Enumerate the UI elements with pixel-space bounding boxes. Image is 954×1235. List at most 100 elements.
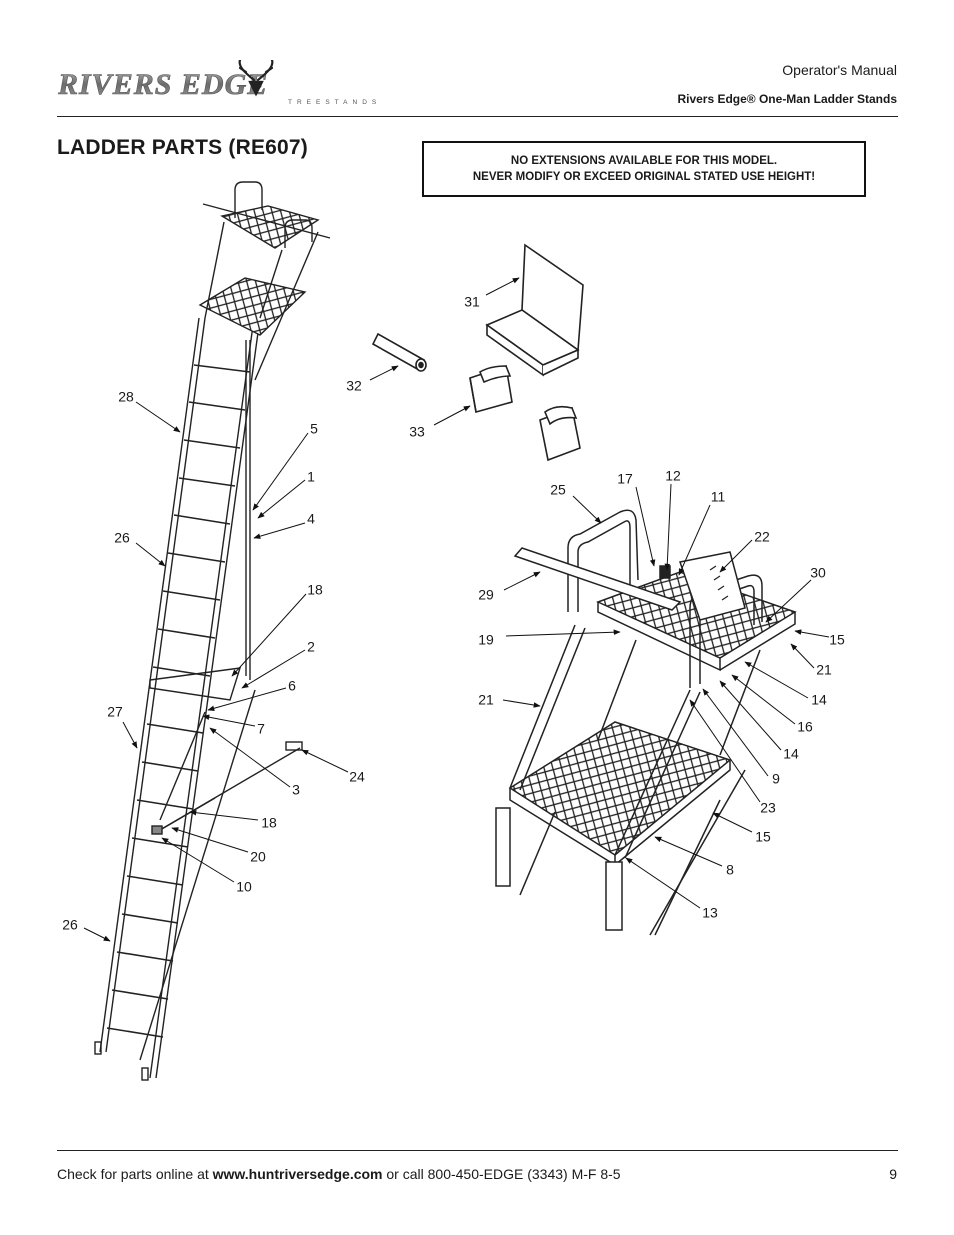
callout-leader-4	[253, 522, 306, 539]
callout-leader-14	[719, 680, 782, 751]
callout-label-21: 21	[816, 662, 832, 678]
callout-leader-7	[202, 714, 256, 727]
page-number: 9	[889, 1166, 897, 1182]
callout-leader-15	[712, 812, 753, 833]
ladder-assembly	[94, 181, 331, 1081]
section-title: LADDER PARTS (RE607)	[57, 136, 308, 159]
callout-label-33: 33	[409, 424, 425, 440]
callout-label-15: 15	[755, 829, 771, 845]
callout-leader-27	[122, 721, 138, 749]
rivers-edge-logo: RIVERS EDGE TREESTANDS	[58, 60, 381, 106]
footer-text-suffix: or call 800-450-EDGE (3343) M-F 8-5	[382, 1166, 621, 1182]
callout-leader-18	[231, 593, 307, 677]
callout-leader-26	[135, 542, 166, 567]
callout-label-18: 18	[307, 582, 323, 598]
callout-leader-6	[207, 687, 287, 711]
callout-leader-28	[135, 401, 181, 433]
callout-leader-12	[664, 483, 672, 571]
callout-leader-24	[301, 749, 349, 773]
callout-leader-19	[505, 629, 621, 637]
callout-leader-29	[503, 571, 541, 591]
footer-contact: Check for parts online at www.huntrivers…	[57, 1166, 621, 1182]
callout-label-21: 21	[478, 692, 494, 708]
callout-leader-30	[765, 579, 812, 623]
callout-label-7: 7	[257, 721, 265, 737]
callout-leader-2	[241, 649, 306, 689]
callout-leader-23	[689, 699, 761, 803]
callout-leader-3	[209, 727, 291, 788]
callout-label-14: 14	[811, 692, 827, 708]
callout-label-31: 31	[464, 294, 480, 310]
deer-antler-icon	[238, 60, 274, 97]
warning-box: NO EXTENSIONS AVAILABLE FOR THIS MODEL. …	[422, 141, 866, 197]
callout-leader-20	[171, 827, 249, 853]
callout-leader-1	[257, 479, 306, 519]
callout-label-9: 9	[772, 771, 780, 787]
callout-label-28: 28	[118, 389, 134, 405]
seat-platform-assembly	[495, 509, 797, 936]
svg-text:RIVERS EDGE: RIVERS EDGE	[58, 68, 268, 101]
callout-label-1: 1	[307, 469, 315, 485]
shooting-rail-pad	[371, 332, 427, 372]
callout-label-32: 32	[346, 378, 362, 394]
callout-leader-13	[625, 857, 701, 909]
arm-rest-pads	[469, 364, 581, 462]
callout-leader-11	[678, 504, 711, 576]
callout-label-13: 13	[702, 905, 718, 921]
callout-leader-21	[790, 643, 815, 669]
callout-leader-26	[83, 927, 111, 942]
callout-label-27: 27	[107, 704, 123, 720]
callout-label-10: 10	[236, 879, 252, 895]
callout-leader-8	[654, 836, 723, 867]
callout-label-24: 24	[349, 769, 365, 785]
callout-label-19: 19	[478, 632, 494, 648]
callout-label-3: 3	[292, 782, 300, 798]
callout-label-11: 11	[711, 489, 726, 505]
svg-text:TREESTANDS: TREESTANDS	[288, 99, 381, 106]
header-divider	[57, 116, 898, 117]
callout-label-18: 18	[261, 815, 277, 831]
callout-label-29: 29	[478, 587, 494, 603]
callout-label-25: 25	[550, 482, 566, 498]
callout-label-26: 26	[62, 917, 78, 933]
callout-label-30: 30	[810, 565, 826, 581]
callout-label-12: 12	[665, 468, 681, 484]
callout-label-8: 8	[726, 862, 734, 878]
callout-leader-5	[252, 432, 309, 511]
manual-subtitle: Rivers Edge® One-Man Ladder Stands	[677, 92, 897, 106]
callout-leader-25	[572, 495, 602, 524]
callout-leader-21	[502, 699, 541, 708]
callout-label-20: 20	[250, 849, 266, 865]
callout-leader-17	[635, 486, 656, 567]
website-link[interactable]: www.huntriversedge.com	[212, 1166, 383, 1182]
callout-leader-9	[702, 688, 769, 777]
callout-leader-15	[794, 629, 830, 638]
callout-label-4: 4	[307, 511, 315, 527]
warning-line-1: NO EXTENSIONS AVAILABLE FOR THIS MODEL.	[510, 155, 778, 167]
callout-leader-18	[189, 809, 259, 821]
callout-label-26: 26	[114, 530, 130, 546]
callout-leader-32	[369, 365, 399, 381]
callout-label-6: 6	[288, 678, 296, 694]
callout-label-5: 5	[310, 421, 318, 437]
footer-divider	[57, 1150, 898, 1151]
callout-label-16: 16	[797, 719, 813, 735]
callout-label-15: 15	[829, 632, 845, 648]
callout-label-14: 14	[783, 746, 799, 762]
callout-leader-33	[433, 405, 471, 426]
callout-leader-16	[731, 674, 796, 725]
footer-text-prefix: Check for parts online at	[57, 1166, 213, 1182]
callout-leader-22	[719, 539, 753, 573]
warning-line-2: NEVER MODIFY OR EXCEED ORIGINAL STATED U…	[472, 171, 816, 183]
callout-leader-10	[161, 837, 235, 883]
callout-label-22: 22	[754, 529, 770, 545]
callout-label-2: 2	[307, 639, 315, 655]
callout-label-17: 17	[617, 471, 633, 487]
seat-cushion	[485, 243, 584, 377]
callout-leader-31	[485, 277, 520, 296]
callout-label-23: 23	[760, 800, 776, 816]
manual-title: Operator's Manual	[782, 62, 897, 78]
callout-leader-14	[744, 661, 809, 699]
